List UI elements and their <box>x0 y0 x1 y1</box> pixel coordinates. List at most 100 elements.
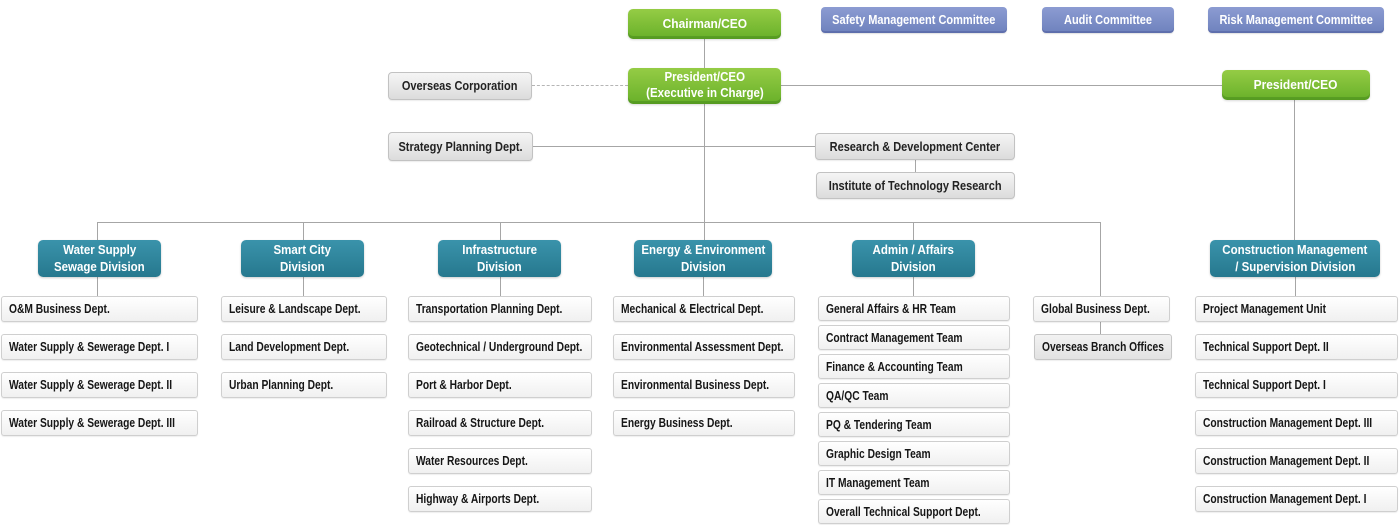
division-energy-environment: Energy & Environment Division <box>634 240 772 277</box>
dept-label: Construction Management Dept. III <box>1203 416 1373 430</box>
dept-box: Construction Management Dept. II <box>1195 448 1398 474</box>
connector-line <box>704 103 705 240</box>
dept-label: Technical Support Dept. II <box>1203 340 1329 354</box>
dept-box: Technical Support Dept. I <box>1195 372 1398 398</box>
dept-label: O&M Business Dept. <box>9 302 110 316</box>
dept-label: Environmental Business Dept. <box>621 378 770 392</box>
dept-box: Mechanical & Electrical Dept. <box>613 296 795 322</box>
connector-line <box>500 277 501 296</box>
committee-label: Safety Management Committee <box>832 13 996 27</box>
team-box: Contract Management Team <box>818 325 1010 350</box>
division-label: Sewage Division <box>54 259 145 274</box>
connector-line <box>780 85 1222 86</box>
division-label: Energy & Environment <box>641 243 765 258</box>
chairman-ceo-label: Chairman/CEO <box>662 15 747 31</box>
team-label: PQ & Tendering Team <box>826 417 932 432</box>
dept-label: Geotechnical / Underground Dept. <box>416 340 583 354</box>
connector-line <box>1294 100 1295 240</box>
connector-line-dashed <box>532 85 628 86</box>
dept-box: Highway & Airports Dept. <box>408 486 592 512</box>
connector-line <box>97 277 98 296</box>
committee-label: Audit Committee <box>1064 13 1152 27</box>
global-business-dept-box: Global Business Dept. <box>1033 296 1170 322</box>
institute-label: Institute of Technology Research <box>829 178 1002 193</box>
division-label: Smart City <box>273 243 332 258</box>
division-label: Division <box>680 259 726 274</box>
division-infrastructure: Infrastructure Division <box>438 240 561 277</box>
dept-box: Environmental Assessment Dept. <box>613 334 795 360</box>
dept-label: Environmental Assessment Dept. <box>621 340 784 354</box>
overseas-corporation-label: Overseas Corporation <box>402 79 518 93</box>
team-label: QA/QC Team <box>826 388 889 403</box>
dept-box: Water Supply & Sewerage Dept. I <box>1 334 198 360</box>
chairman-ceo-box: Chairman/CEO <box>628 9 781 39</box>
division-smart-city: Smart City Division <box>241 240 364 277</box>
team-box: Graphic Design Team <box>818 441 1010 466</box>
dept-label: Water Resources Dept. <box>416 454 528 468</box>
safety-management-committee-box: Safety Management Committee <box>821 7 1007 33</box>
dept-box: Energy Business Dept. <box>613 410 795 436</box>
committee-label: Risk Management Committee <box>1219 13 1373 27</box>
division-label: / Supervision Division <box>1234 259 1356 274</box>
connector-line <box>1100 322 1101 334</box>
team-box: Finance & Accounting Team <box>818 354 1010 379</box>
strategy-planning-label: Strategy Planning Dept. <box>398 139 523 154</box>
dept-box: Construction Management Dept. III <box>1195 410 1398 436</box>
connector-line <box>913 222 914 240</box>
dept-label: Land Development Dept. <box>229 340 350 354</box>
dept-box: Urban Planning Dept. <box>221 372 387 398</box>
dept-label: Water Supply & Sewerage Dept. II <box>9 378 173 392</box>
strategy-planning-dept-box: Strategy Planning Dept. <box>388 132 533 161</box>
institute-technology-research-box: Institute of Technology Research <box>816 172 1015 199</box>
team-label: Contract Management Team <box>826 330 963 345</box>
overseas-branch-offices-box: Overseas Branch Offices <box>1034 334 1172 360</box>
dept-box: Geotechnical / Underground Dept. <box>408 334 592 360</box>
connector-line <box>915 159 916 173</box>
dept-label: Railroad & Structure Dept. <box>416 416 545 430</box>
connector-line <box>533 146 815 147</box>
division-construction-management: Construction Management / Supervision Di… <box>1210 240 1380 277</box>
team-box: PQ & Tendering Team <box>818 412 1010 437</box>
connector-line <box>913 277 914 296</box>
connector-line <box>303 277 304 296</box>
division-label: Admin / Affairs <box>872 243 955 258</box>
dept-box: Transportation Planning Dept. <box>408 296 592 322</box>
division-label: Division <box>477 259 522 274</box>
president-ceo-label-line1: President/CEO <box>664 70 745 85</box>
connector-line <box>500 222 501 240</box>
dept-label: Project Management Unit <box>1203 302 1327 316</box>
connector-line <box>303 222 304 240</box>
division-label: Construction Management <box>1222 243 1368 258</box>
division-water-supply-sewage: Water Supply Sewage Division <box>38 240 161 277</box>
team-box: General Affairs & HR Team <box>818 296 1010 321</box>
team-label: General Affairs & HR Team <box>826 301 956 316</box>
dept-label: Energy Business Dept. <box>621 416 733 430</box>
dept-label: Leisure & Landscape Dept. <box>229 302 361 316</box>
dept-box: Water Supply & Sewerage Dept. II <box>1 372 198 398</box>
team-box: QA/QC Team <box>818 383 1010 408</box>
dept-label: Mechanical & Electrical Dept. <box>621 302 764 316</box>
dept-label: Construction Management Dept. I <box>1203 492 1367 506</box>
division-label: Division <box>891 259 936 274</box>
president-ceo-right-label: President/CEO <box>1254 76 1338 92</box>
division-label: Infrastructure <box>462 243 537 258</box>
dept-label: Overseas Branch Offices <box>1042 340 1164 354</box>
president-ceo-label-line2: (Executive in Charge) <box>645 86 764 100</box>
division-label: Division <box>280 259 325 274</box>
dept-box: Water Supply & Sewerage Dept. III <box>1 410 198 436</box>
dept-box: Port & Harbor Dept. <box>408 372 592 398</box>
dept-label: Water Supply & Sewerage Dept. III <box>9 416 175 430</box>
dept-box: Railroad & Structure Dept. <box>408 410 592 436</box>
connector-line <box>703 277 704 296</box>
president-ceo-executive-box: President/CEO (Executive in Charge) <box>628 68 781 104</box>
team-label: Overall Technical Support Dept. <box>826 504 981 519</box>
dept-label: Transportation Planning Dept. <box>416 302 563 316</box>
dept-box: Project Management Unit <box>1195 296 1398 322</box>
rnd-center-label: Research & Development Center <box>829 139 1001 154</box>
connector-line <box>1100 222 1101 296</box>
rnd-center-box: Research & Development Center <box>815 133 1015 160</box>
dept-box: O&M Business Dept. <box>1 296 198 322</box>
dept-box: Land Development Dept. <box>221 334 387 360</box>
dept-box: Leisure & Landscape Dept. <box>221 296 387 322</box>
connector-line <box>704 38 705 69</box>
